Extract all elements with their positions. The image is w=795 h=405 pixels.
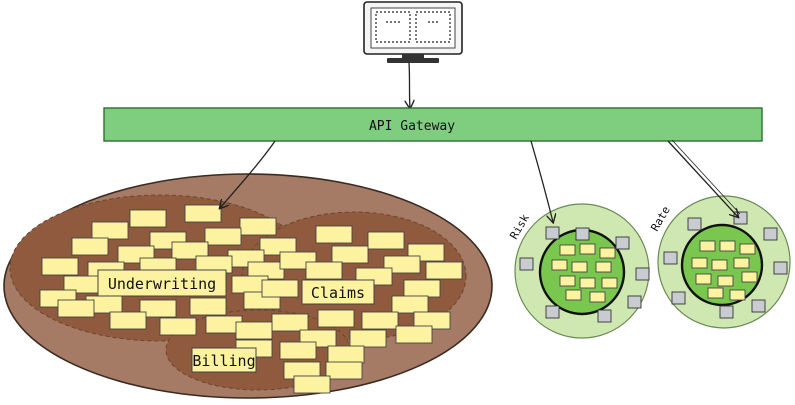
api-gateway: API Gateway: [103, 107, 763, 142]
client-monitor-icon: [363, 1, 463, 63]
external-box: [519, 257, 534, 271]
sticky-note: [259, 237, 297, 256]
sticky-note: [707, 287, 724, 299]
rate-service: Rate: [648, 195, 791, 329]
gateway-to-risk-arrow: [530, 140, 553, 222]
external-box: [627, 295, 642, 309]
sticky-note: [695, 273, 712, 285]
sticky-note: [367, 231, 405, 250]
underwriting-label-box: [97, 269, 227, 297]
sticky-note: [579, 277, 596, 289]
gateway-to-rate-arrow-sketch: [671, 139, 741, 215]
sticky-note: [235, 321, 273, 340]
external-box: [575, 227, 590, 241]
external-box: [545, 305, 560, 319]
gateway-to-rate-arrow: [667, 140, 738, 217]
sticky-note: [271, 313, 309, 332]
sticky-note: [184, 204, 222, 223]
billing-label-box: [191, 347, 257, 373]
external-box: [763, 227, 778, 241]
external-box: [545, 226, 560, 240]
sticky-note: [261, 279, 299, 298]
external-box: [719, 305, 734, 319]
sticky-note: [691, 257, 708, 269]
external-box: [751, 299, 766, 313]
monolith-stickies: [39, 204, 463, 394]
sticky-note: [551, 259, 568, 271]
sticky-note: [699, 240, 716, 252]
sticky-note: [739, 243, 756, 255]
external-box: [733, 211, 748, 225]
sticky-note: [327, 345, 365, 364]
sticky-note: [741, 271, 758, 283]
sticky-note: [139, 299, 177, 318]
sticky-note: [559, 275, 576, 287]
sticky-note: [331, 245, 369, 264]
underwriting-label: Underwriting: [108, 275, 216, 293]
risk-stickies: [551, 243, 618, 303]
external-box: [635, 267, 650, 281]
sticky-note: [315, 225, 353, 244]
sticky-note: [239, 217, 277, 236]
sticky-note: [41, 257, 79, 276]
risk-external-boxes: [519, 226, 650, 323]
api-gateway-label: API Gateway: [369, 119, 455, 134]
gateway-to-monolith-arrow: [220, 140, 276, 208]
sticky-note: [349, 329, 387, 348]
sticky-note: [159, 317, 197, 336]
sticky-note: [391, 295, 429, 314]
sticky-note: [279, 341, 317, 360]
client-to-gateway-arrow: [409, 62, 410, 108]
sticky-note: [733, 257, 750, 269]
sticky-note: [361, 311, 399, 330]
sticky-note: [293, 375, 331, 394]
sticky-note: [579, 243, 596, 255]
sticky-note: [305, 261, 343, 280]
sticky-note: [425, 261, 463, 280]
sticky-note: [589, 291, 606, 303]
sticky-note: [204, 227, 242, 246]
sticky-note: [729, 289, 746, 301]
claims-label-box: [301, 279, 375, 305]
sticky-note: [57, 299, 95, 318]
sticky-note: [565, 289, 582, 301]
external-box: [597, 309, 612, 323]
sticky-note: [601, 277, 618, 289]
sticky-note: [595, 261, 612, 273]
risk-service: Risk: [507, 203, 650, 339]
sticky-note: [171, 241, 209, 260]
billing-label: Billing: [192, 352, 255, 370]
sticky-note: [395, 325, 433, 344]
sticky-note: [571, 261, 588, 273]
sticky-note: [91, 221, 129, 240]
sticky-note: [129, 209, 167, 228]
external-box: [615, 236, 630, 250]
sticky-note: [109, 311, 147, 330]
sticky-note: [317, 309, 355, 328]
external-box: [671, 291, 686, 305]
sticky-note: [383, 255, 421, 274]
claims-label: Claims: [311, 284, 365, 302]
external-box: [663, 251, 678, 265]
sticky-note: [719, 240, 736, 252]
sticky-note: [717, 275, 734, 287]
rate-stickies: [691, 240, 758, 301]
sticky-note: [71, 237, 109, 256]
monolith: Underwriting Claims Billing: [3, 173, 493, 399]
sticky-note: [559, 244, 576, 256]
sticky-note: [599, 247, 616, 259]
sticky-note: [403, 279, 441, 298]
sticky-note: [711, 259, 728, 271]
sticky-note: [189, 297, 227, 316]
rate-external-boxes: [663, 211, 788, 319]
sticky-note: [325, 361, 363, 380]
external-box: [773, 261, 788, 275]
external-box: [687, 217, 702, 231]
